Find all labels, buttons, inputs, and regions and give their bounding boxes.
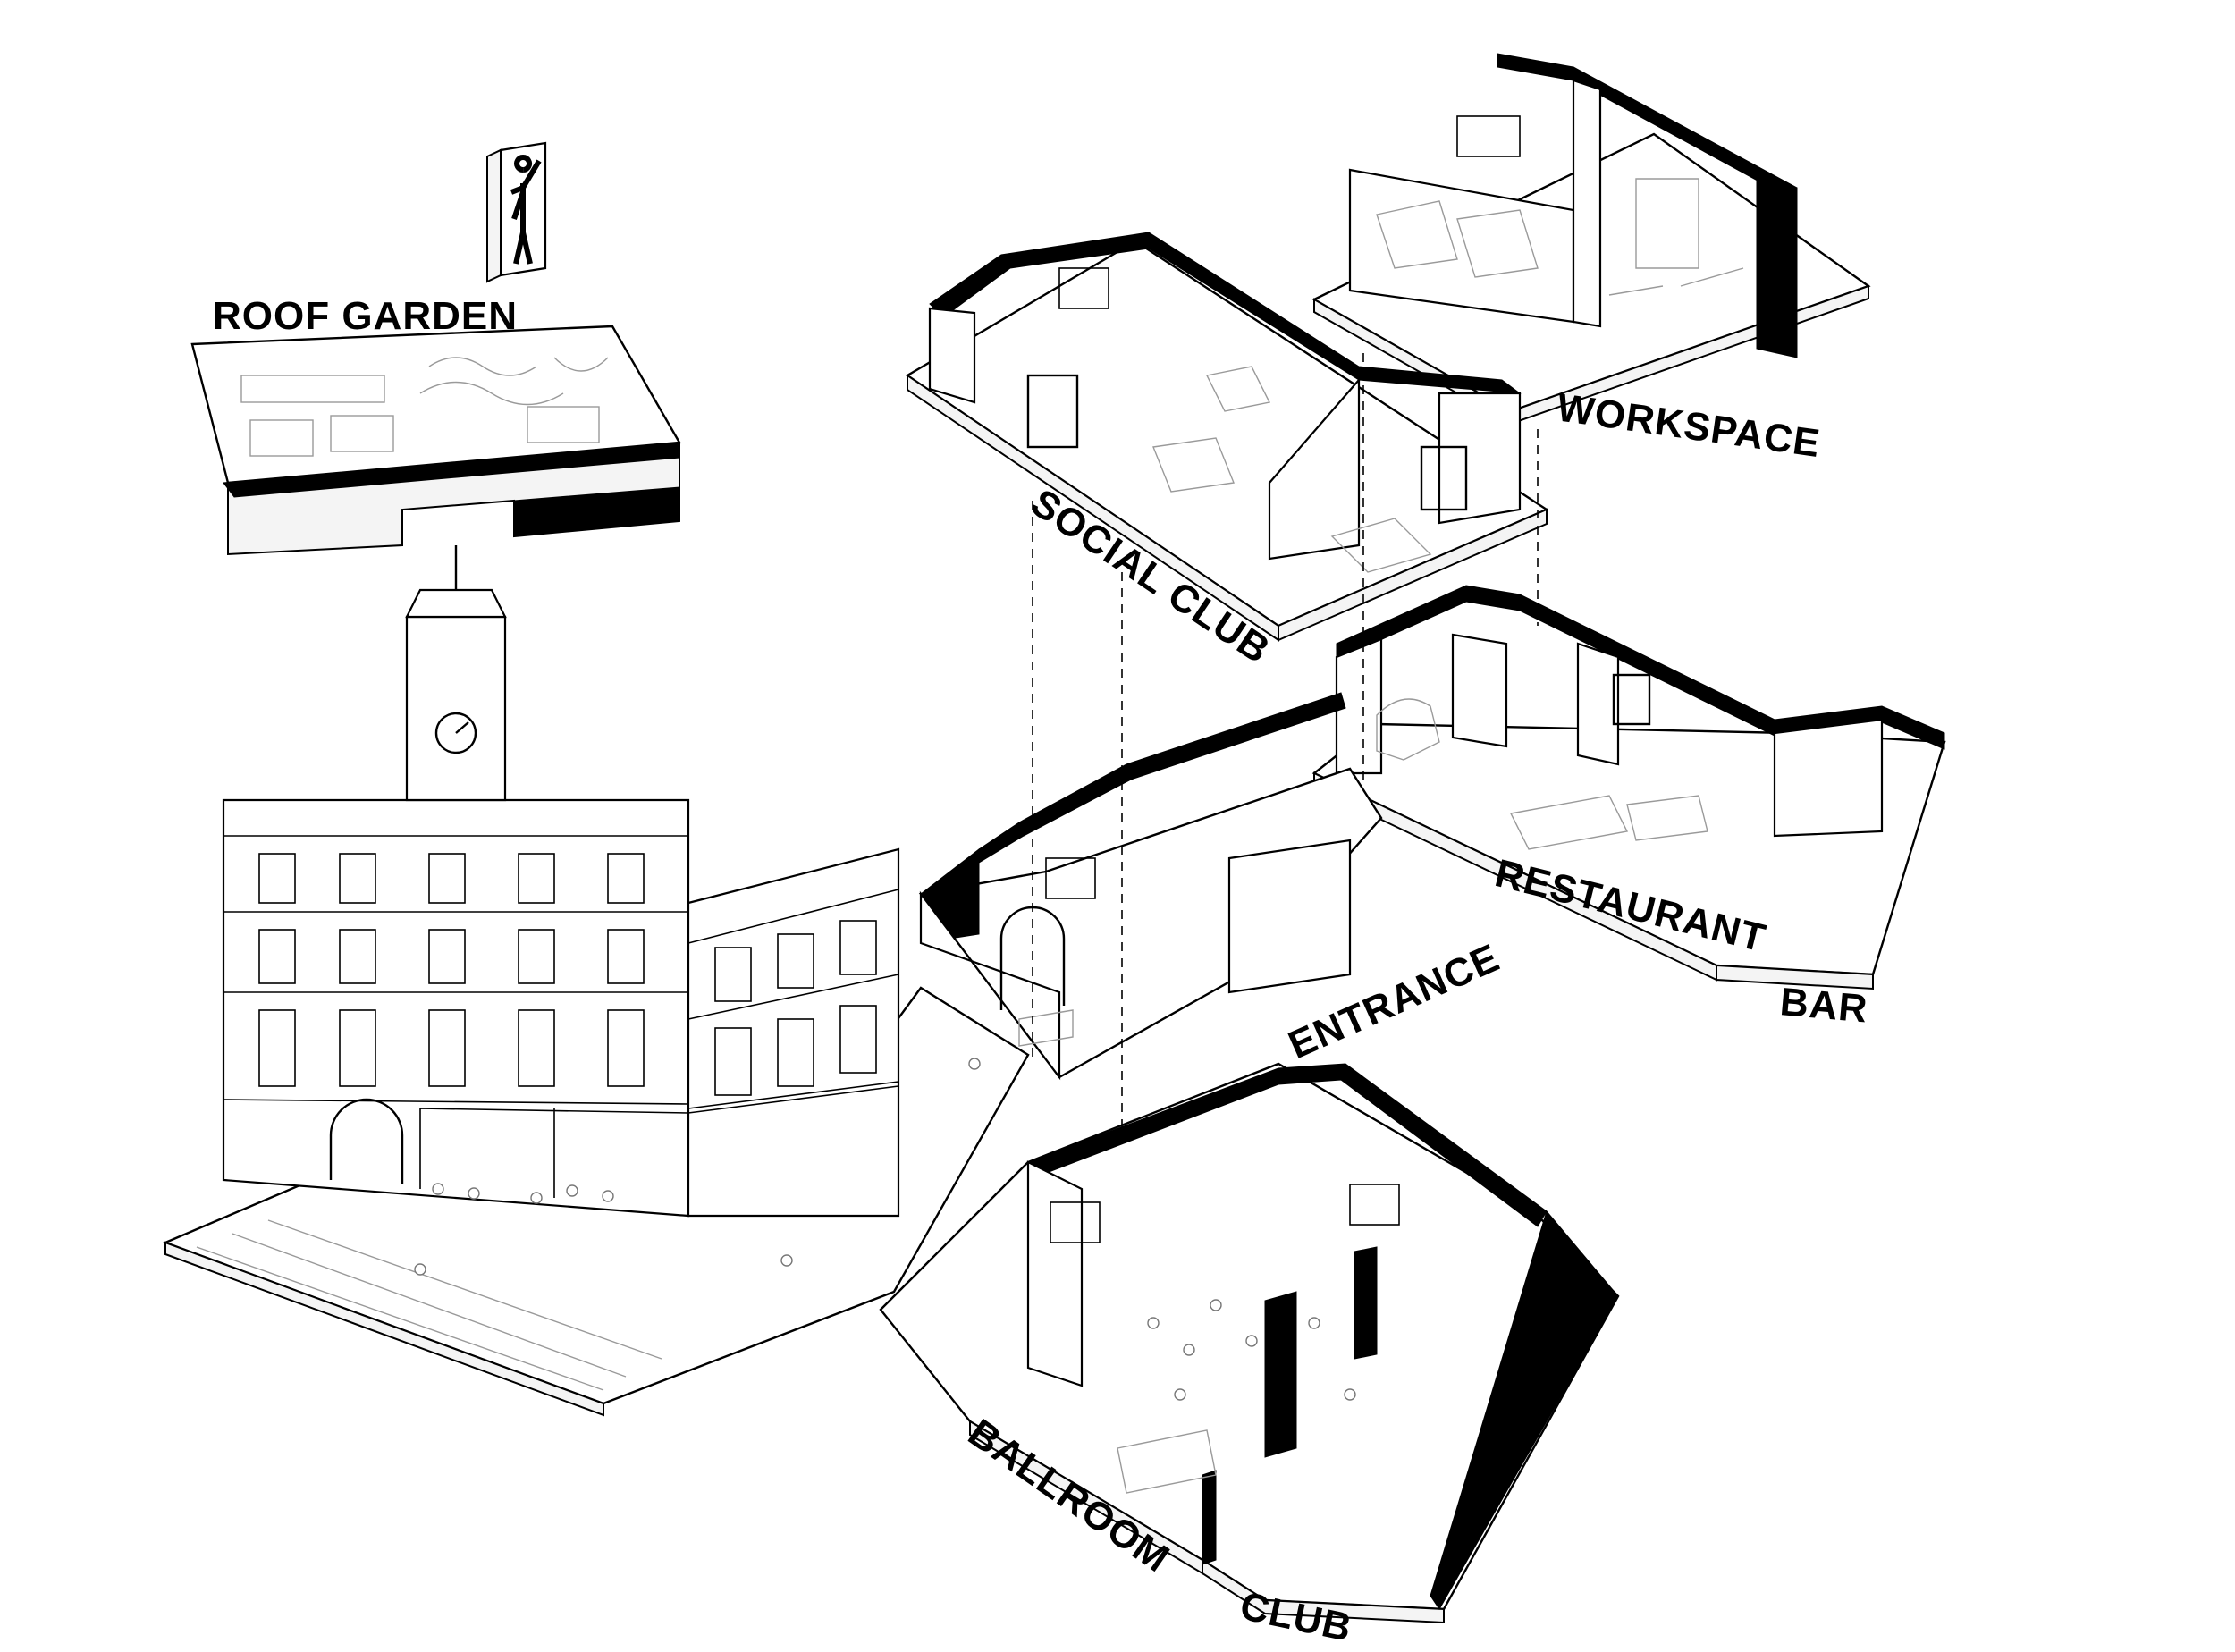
roof-garden-level: ROOF GARDEN [190, 141, 681, 556]
ballroom-bar-counter [1117, 1429, 1217, 1494]
workspace-level: WORKSPACE [1311, 53, 1871, 466]
street-ground-edge [164, 1241, 604, 1417]
social-club-slab-edge-right [1278, 508, 1548, 642]
workspace-hammocks [1376, 200, 1539, 278]
facade-cornices [223, 835, 899, 1109]
painting-frame [1026, 374, 1079, 449]
ballroom-stair-void [1050, 1201, 1101, 1243]
ballroom-slab-edge-bottom [1202, 1558, 1445, 1624]
bar-back-wall [1773, 718, 1884, 838]
roof-sign-side [486, 148, 502, 283]
social-club-stair-void [1058, 267, 1109, 309]
painting-frame [1612, 673, 1651, 726]
corner-wing-facade [687, 847, 900, 1218]
restaurant-bar-level: RESTAURANT BAR [1311, 585, 1946, 1032]
workspace-furniture [1608, 178, 1744, 296]
ballroom-club-level: BALLROOM CLUB [879, 1062, 1620, 1650]
alignment-guides [1032, 353, 1539, 1144]
ballroom-wall-top [1027, 1063, 1548, 1227]
clock-face [434, 712, 477, 754]
entrance-steps [1018, 1009, 1074, 1047]
roof-garden-wall-right [513, 486, 680, 537]
ballroom-column [1354, 1246, 1378, 1360]
planter [249, 419, 314, 457]
painting-frame [1420, 445, 1468, 511]
restaurant-wall-top [1336, 585, 1945, 750]
planter [527, 406, 600, 443]
restaurant-tables [1509, 795, 1708, 850]
facade-windows [258, 853, 877, 1096]
ballroom-partition [1026, 1160, 1084, 1387]
garden-foliage [419, 357, 609, 406]
clock-tower [405, 615, 507, 802]
workspace-stair-void [1456, 115, 1521, 157]
restaurant-slab-edge-bottom [1716, 964, 1874, 990]
restaurant-column [1576, 642, 1620, 766]
restaurant-wall [1335, 637, 1383, 775]
entrance-front-wall [919, 890, 1061, 1081]
street-pedestrians [414, 1058, 981, 1276]
shopfront [419, 1085, 899, 1198]
planter [330, 415, 394, 452]
bench [240, 375, 385, 403]
rug [1330, 518, 1432, 573]
social-club-partition [1268, 377, 1361, 560]
workspace-label: WORKSPACE [1555, 385, 1824, 466]
tower-cap [405, 588, 507, 619]
arched-gateway [329, 1098, 404, 1184]
ballroom-column [1202, 1470, 1217, 1565]
billiard-tables [1152, 366, 1271, 493]
restaurant-stair-core [1451, 633, 1508, 748]
social-club-end-wall [1438, 392, 1522, 525]
ballroom-column [1264, 1291, 1297, 1458]
bar-label: BAR [1778, 980, 1869, 1031]
roof-garden-wall [223, 442, 680, 498]
workspace-wall-top [1497, 53, 1574, 81]
historic-building [162, 545, 1030, 1417]
main-facade [222, 798, 690, 1218]
entrance-level: ENTRANCE [918, 692, 1506, 1081]
social-club-wall [928, 307, 976, 404]
street-paving [196, 1219, 662, 1391]
roof-garden-label: ROOF GARDEN [213, 294, 518, 338]
workspace-partition [1572, 79, 1602, 328]
workspace-end-wall [1756, 178, 1798, 358]
entrance-stair-void [1045, 857, 1096, 899]
figure-sign-icon [510, 155, 542, 265]
ballroom-end-wall [1430, 1210, 1619, 1610]
entrance-reception [1227, 839, 1352, 994]
entrance-wall-top [978, 692, 1346, 864]
ballroom-dancers [1147, 1299, 1356, 1401]
clock-hand [455, 721, 469, 734]
elephant-sculpture [1376, 698, 1440, 761]
ballroom-stair-void [1349, 1184, 1400, 1226]
